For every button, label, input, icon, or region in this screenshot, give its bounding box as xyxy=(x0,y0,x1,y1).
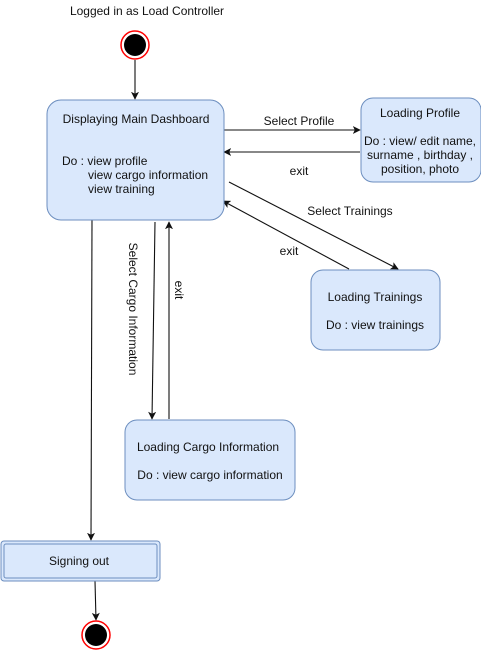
state-cargo-title: Loading Cargo Information xyxy=(137,440,279,454)
state-trainings: Loading Trainings Do : view trainings xyxy=(310,269,441,351)
label-select-profile: Select Profile xyxy=(264,114,335,128)
edge-signout-to-end xyxy=(91,580,100,621)
state-dashboard-do-3: view training xyxy=(88,182,155,196)
state-trainings-title: Loading Trainings xyxy=(328,290,423,304)
state-dashboard-title: Displaying Main Dashboard xyxy=(63,112,210,126)
state-dashboard-do-1: Do : view profile xyxy=(62,154,148,168)
diagram-title: Logged in as Load Controller xyxy=(70,4,224,18)
state-trainings-do-1: Do : view trainings xyxy=(326,318,424,332)
state-cargo: Loading Cargo Information Do : view carg… xyxy=(124,419,296,501)
state-profile-do-2: surname , birthday , xyxy=(367,148,473,162)
initial-node xyxy=(120,30,150,60)
label-exit-profile: exit xyxy=(290,164,309,178)
state-profile: Loading Profile Do : view/ edit name, su… xyxy=(360,97,481,183)
label-exit-cargo: exit xyxy=(172,281,186,300)
state-signout-title: Signing out xyxy=(49,554,110,568)
state-cargo-do-1: Do : view cargo information xyxy=(137,468,282,482)
label-exit-trainings: exit xyxy=(280,244,299,258)
edge-select-trainings xyxy=(228,181,399,270)
state-profile-do-1: Do : view/ edit name, xyxy=(364,134,476,148)
state-dashboard: Displaying Main Dashboard Do : view prof… xyxy=(46,99,225,221)
edge-dashboard-to-signout xyxy=(87,219,96,541)
state-profile-do-3: position, photo xyxy=(381,162,459,176)
final-node xyxy=(81,620,111,650)
label-select-cargo: Select Cargo Information xyxy=(126,243,140,376)
label-select-trainings: Select Trainings xyxy=(307,204,392,218)
state-signout: Signing out xyxy=(0,540,161,582)
state-profile-title: Loading Profile xyxy=(380,106,460,120)
edge-exit-trainings xyxy=(222,200,350,270)
edge-select-cargo xyxy=(148,221,157,420)
state-dashboard-do-2: view cargo information xyxy=(88,168,208,182)
